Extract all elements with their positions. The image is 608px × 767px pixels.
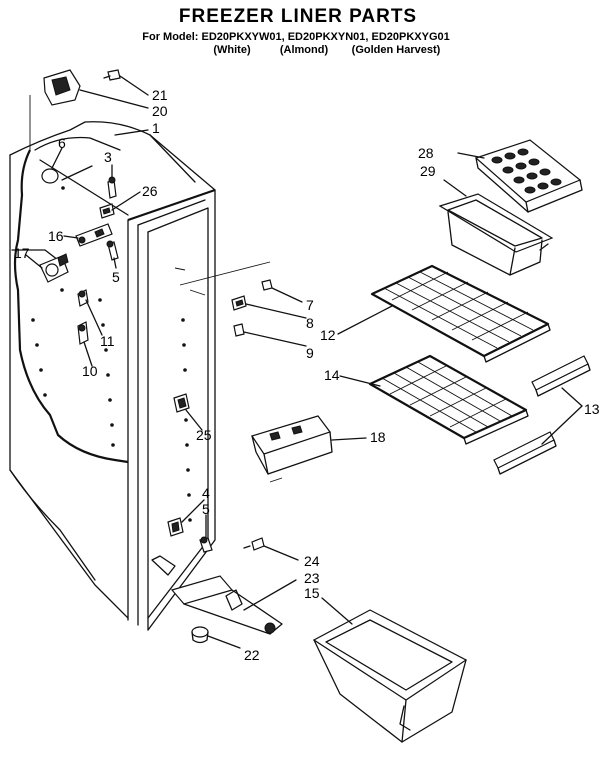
callout-23: 23 xyxy=(304,570,320,586)
thermostat-17 xyxy=(39,253,69,283)
screw-24 xyxy=(243,537,265,551)
callout-6: 6 xyxy=(58,135,66,151)
pan-15 xyxy=(312,609,468,743)
callout-4: 4 xyxy=(202,485,210,501)
color-golden-label: (Golden Harvest) xyxy=(352,44,441,56)
freezer-liner xyxy=(9,121,271,631)
clip-25 xyxy=(173,393,190,413)
callout-25: 25 xyxy=(196,427,212,443)
callout-24: 24 xyxy=(304,553,320,569)
model-line: For Model: ED20PKXYW01, ED20PKXYN01, ED2… xyxy=(142,31,450,43)
callout-29: 29 xyxy=(420,163,436,179)
color-white-label: (White) xyxy=(213,44,251,56)
roller-bracket-23 xyxy=(170,575,283,635)
shelf-rail-13-upper xyxy=(531,355,591,397)
callout-13: 13 xyxy=(584,401,600,417)
clip-26 xyxy=(99,203,115,219)
callout-1: 1 xyxy=(152,120,160,136)
page-title: FREEZER LINER PARTS xyxy=(179,6,417,27)
wire-shelf-12 xyxy=(370,264,551,363)
callout-17: 17 xyxy=(14,245,30,261)
callout-14: 14 xyxy=(324,367,340,383)
damper-housing xyxy=(29,69,81,150)
cap-6 xyxy=(41,168,59,184)
bulb-5-lower xyxy=(199,536,213,553)
plug-10 xyxy=(77,321,89,345)
callout-28: 28 xyxy=(418,145,434,161)
callout-15: 15 xyxy=(304,585,320,601)
callout-20: 20 xyxy=(152,103,168,119)
clip-8 xyxy=(231,295,247,311)
callout-5-upper: 5 xyxy=(112,269,120,285)
callout-7: 7 xyxy=(306,297,314,313)
callout-3: 3 xyxy=(104,149,112,165)
cap-22 xyxy=(191,626,209,644)
leader-lines xyxy=(25,75,583,649)
clip-9 xyxy=(233,323,245,337)
callout-21: 21 xyxy=(152,87,168,103)
callout-22: 22 xyxy=(244,647,260,663)
shelf-rail-13-lower xyxy=(493,431,557,475)
screw-3 xyxy=(107,176,117,199)
light-socket-16 xyxy=(75,223,113,247)
wire-shelf-14 xyxy=(368,354,529,445)
callout-18: 18 xyxy=(370,429,386,445)
bracket-4 xyxy=(167,517,184,537)
clip-7 xyxy=(261,279,273,291)
callout-9: 9 xyxy=(306,345,314,361)
callout-26: 26 xyxy=(142,183,158,199)
callout-16: 16 xyxy=(48,228,64,244)
callout-12: 12 xyxy=(320,327,336,343)
callout-10: 10 xyxy=(82,363,98,379)
callout-5-lower: 5 xyxy=(202,501,210,517)
bulb-5-upper xyxy=(106,240,119,261)
callout-11: 11 xyxy=(100,333,115,349)
screw-11 xyxy=(77,289,89,307)
callout-8: 8 xyxy=(306,315,314,331)
ice-bin-29 xyxy=(438,193,554,276)
screw-21 xyxy=(103,69,121,81)
color-almond-label: (Almond) xyxy=(280,44,329,56)
bracket-18 xyxy=(251,415,333,483)
ice-tray-28 xyxy=(474,139,583,213)
